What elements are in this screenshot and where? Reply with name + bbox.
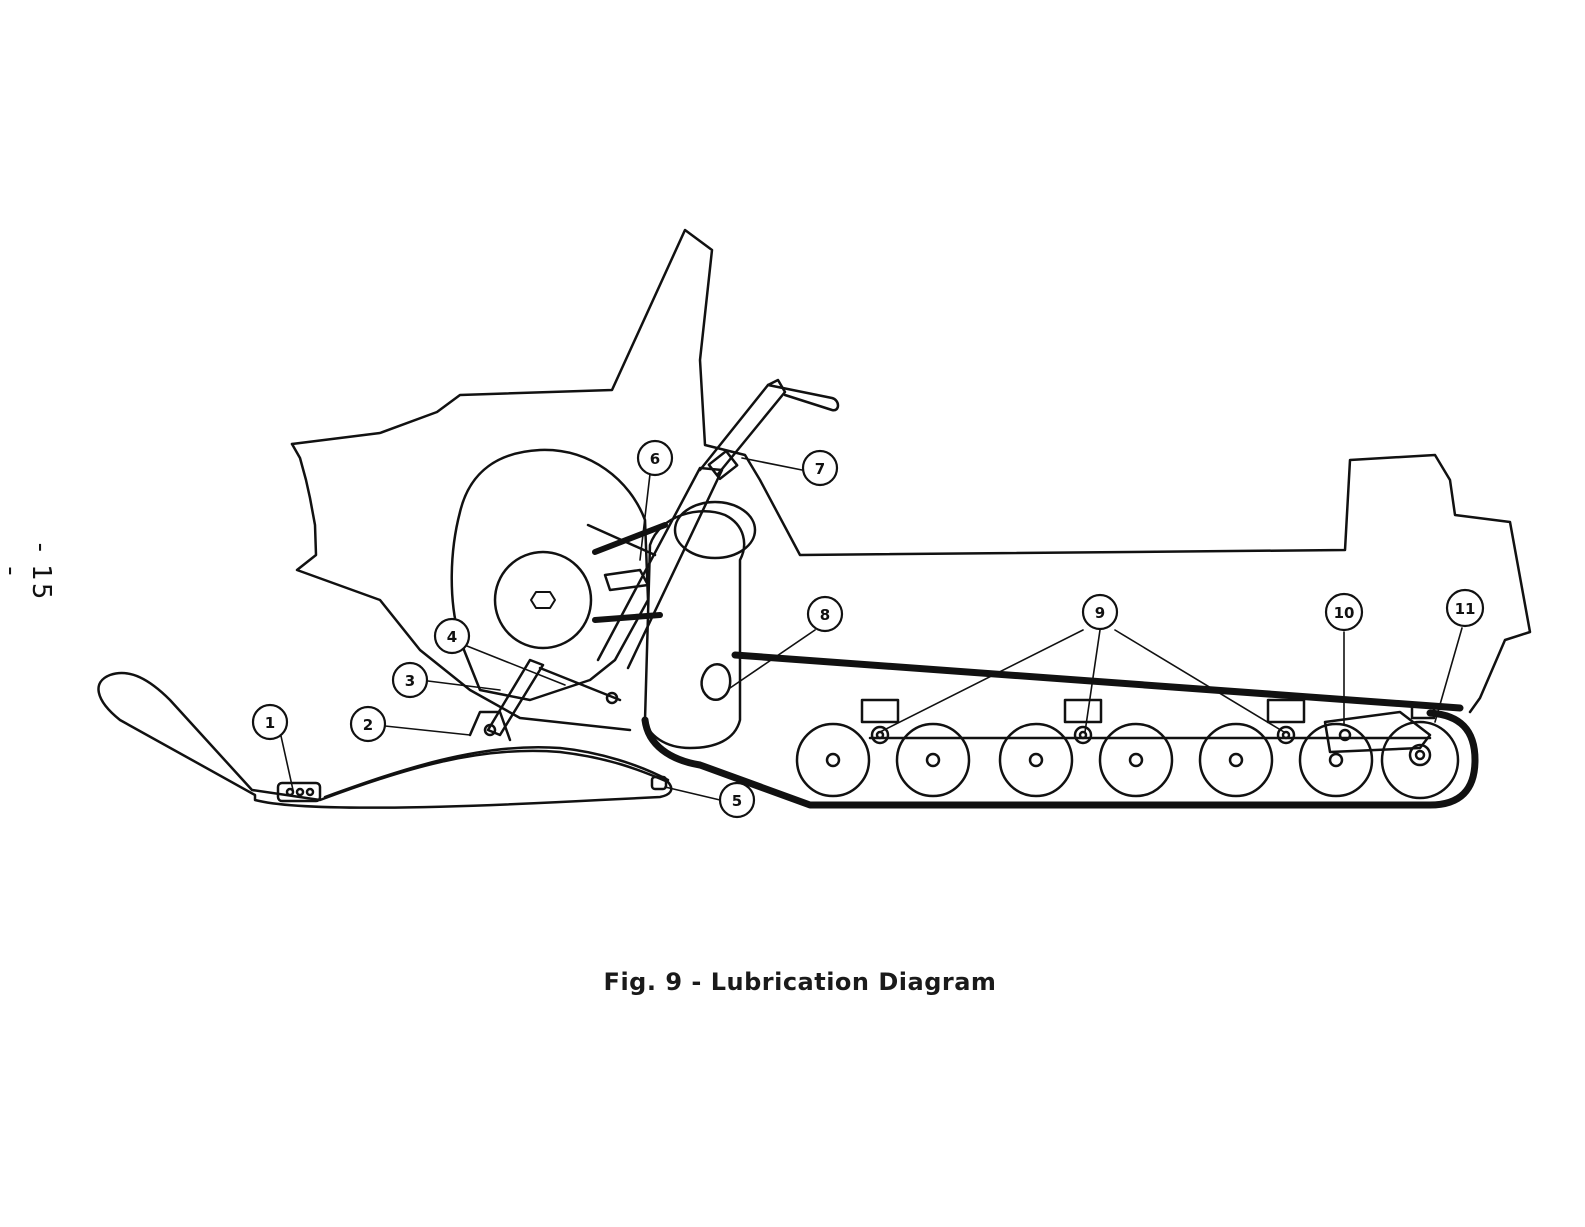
- driven-pulley: [675, 502, 755, 558]
- bogie-bracket-1: [862, 700, 898, 722]
- callout-6: 6: [638, 441, 672, 475]
- handlebar-grip: [768, 385, 838, 410]
- callout-9: 9: [1083, 595, 1117, 629]
- svg-text:9: 9: [1095, 604, 1105, 622]
- rear-axle-lube-point: [1416, 751, 1424, 759]
- chaincase: [645, 511, 744, 748]
- callout-11: 11: [1447, 590, 1483, 626]
- svg-text:3: 3: [405, 672, 415, 690]
- svg-text:11: 11: [1455, 600, 1476, 618]
- body-front-lower: [292, 444, 630, 730]
- callout-3: 3: [393, 663, 427, 697]
- handlebar-post: [700, 380, 785, 474]
- bogie-bracket-3: [1268, 700, 1304, 722]
- steering-column: [598, 468, 722, 668]
- bogie-lube-points: [872, 727, 1294, 743]
- ski-bolt-b: [297, 789, 303, 795]
- svg-text:8: 8: [820, 606, 830, 624]
- figure-caption: Fig. 9 - Lubrication Diagram: [540, 962, 1060, 1002]
- svg-text:7: 7: [815, 460, 825, 478]
- svg-text:1: 1: [265, 714, 275, 732]
- callout-1: 1: [253, 705, 287, 739]
- callout-2: 2: [351, 707, 385, 741]
- callout-7: 7: [803, 451, 837, 485]
- ski-bolt-a: [287, 789, 293, 795]
- chaincase-lube-point: [702, 664, 731, 700]
- callout-8: 8: [808, 597, 842, 631]
- drive-pulley: [495, 552, 591, 648]
- ski: [99, 673, 672, 808]
- ski-leaf-spring: [325, 747, 668, 797]
- svg-text:6: 6: [650, 450, 660, 468]
- callout-5: 5: [720, 783, 754, 817]
- bogie-bracket-2: [1065, 700, 1101, 722]
- svg-text:4: 4: [447, 628, 457, 646]
- ski-bolt-c: [307, 789, 313, 795]
- svg-text:5: 5: [732, 792, 742, 810]
- callout-4: 4: [435, 619, 469, 653]
- callout-10: 10: [1326, 594, 1362, 630]
- svg-text:10: 10: [1334, 604, 1355, 622]
- clutch-housing: [452, 450, 648, 700]
- svg-text:2: 2: [363, 716, 373, 734]
- pulley-hub-hex: [531, 592, 555, 608]
